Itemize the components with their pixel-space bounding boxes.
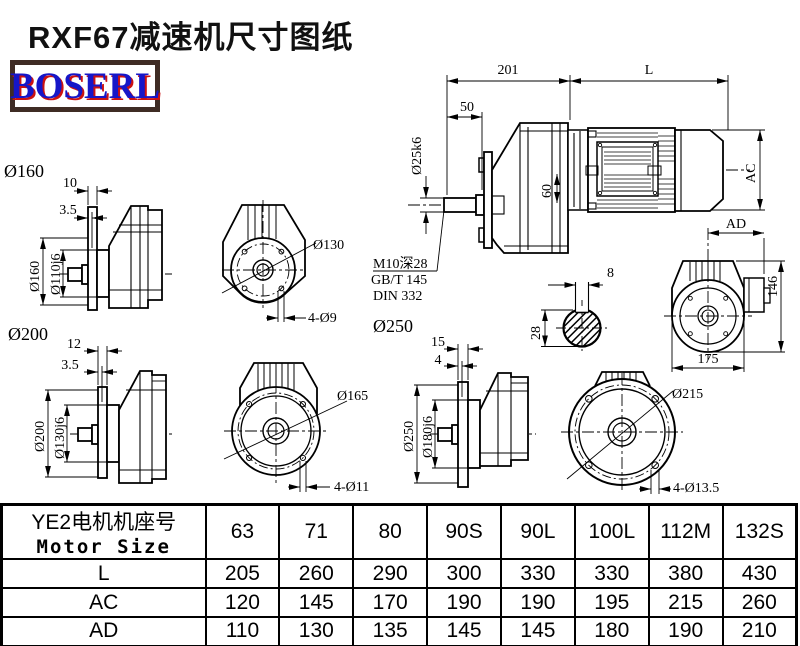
dim-146: 146 [766, 276, 781, 297]
dim-pilot-130: Ø130j6 [53, 417, 68, 459]
dim-50: 50 [460, 100, 474, 115]
AD-132S: 210 [721, 616, 798, 646]
caption-250: Ø250 [373, 316, 413, 336]
dim-pilot-180: Ø180j6 [421, 416, 436, 458]
L-100L: 330 [573, 558, 650, 589]
dimension-drawing: 201 L 50 Ø25k6 60 AC M10深28 GB/T 145 [4, 63, 785, 496]
note-gb: GB/T 145 [371, 273, 427, 288]
AD-80: 135 [352, 616, 429, 646]
AD-63: 110 [204, 616, 281, 646]
dim-bolt-circle-215: Ø215 [672, 387, 703, 402]
dim-od-250: Ø250 [402, 421, 417, 452]
table-header-cn: YE2电机机座号 [31, 511, 177, 534]
AC-100L: 195 [573, 587, 650, 618]
AD-100L: 180 [573, 616, 650, 646]
table-header-en: Motor Size [36, 536, 171, 558]
dim-12: 12 [67, 337, 81, 352]
AD-90S: 145 [426, 616, 502, 646]
L-90S: 300 [426, 558, 502, 589]
dimension-table: YE2电机机座号 Motor Size 63 71 80 90S 90L 100… [0, 503, 800, 646]
dim-holes-4x13p5: 4-Ø13.5 [673, 481, 719, 496]
size-col-63: 63 [204, 503, 281, 560]
dim-15: 15 [431, 335, 445, 350]
dim-od-160: Ø160 [28, 261, 43, 292]
AC-80: 170 [352, 587, 429, 618]
view-main-side: 201 L 50 Ø25k6 60 AC M10深28 GB/T 145 [371, 63, 765, 304]
dim-L: L [645, 63, 654, 78]
dim-3p5: 3.5 [59, 203, 77, 218]
L-112M: 380 [647, 558, 724, 589]
dim-60: 60 [540, 184, 555, 198]
dim-key-height: 28 [529, 326, 544, 340]
AC-90S: 190 [426, 587, 502, 618]
AC-132S: 260 [721, 587, 798, 618]
view-motor-front: AD 146 175 [664, 217, 785, 372]
size-col-71: 71 [278, 503, 355, 560]
L-71: 260 [278, 558, 355, 589]
size-col-100L: 100L [573, 503, 650, 560]
row-label-AD: AD [0, 616, 207, 646]
note-tap: M10深28 [373, 256, 427, 272]
view-flange200-front: Ø165 4-Ø11 [223, 362, 369, 495]
row-label-L: L [0, 558, 207, 589]
dim-175: 175 [698, 352, 719, 367]
AD-112M: 190 [647, 616, 724, 646]
dim-holes-4x11: 4-Ø11 [334, 480, 369, 495]
AD-90L: 145 [500, 616, 576, 646]
dim-bolt-circle-130: Ø130 [313, 238, 344, 253]
caption-200: Ø200 [8, 324, 48, 344]
view-flange160-front: Ø130 4-Ø9 [221, 200, 344, 326]
AC-71: 145 [278, 587, 355, 618]
dim-holes-4x9: 4-Ø9 [308, 311, 337, 326]
view-flange250-side: Ø250 15 4 Ø250 [373, 316, 536, 488]
brand-logo: BOSERL [10, 60, 160, 112]
dim-3p5b: 3.5 [61, 358, 79, 373]
dim-AC: AC [744, 164, 759, 183]
brand-logo-text: BOSERL [9, 65, 161, 107]
size-col-90L: 90L [500, 503, 576, 560]
size-col-80: 80 [352, 503, 429, 560]
dim-10: 10 [63, 176, 77, 191]
dim-bolt-circle-165: Ø165 [337, 389, 368, 404]
dim-4: 4 [435, 353, 442, 368]
L-63: 205 [204, 558, 281, 589]
L-90L: 330 [500, 558, 576, 589]
view-key-section: 8 28 [529, 266, 614, 354]
dim-od-200: Ø200 [33, 421, 48, 452]
AD-71: 130 [278, 616, 355, 646]
AC-63: 120 [204, 587, 281, 618]
dim-AD: AD [726, 217, 746, 232]
page-title: RXF67减速机尺寸图纸 [28, 20, 354, 55]
size-col-90S: 90S [426, 503, 502, 560]
dim-201: 201 [498, 63, 519, 78]
view-flange200-side: Ø200 12 3.5 Ø2 [8, 324, 174, 484]
dim-shaft-diameter: Ø25k6 [410, 137, 425, 175]
size-col-112M: 112M [647, 503, 724, 560]
view-flange250-front: Ø215 4-Ø13.5 [561, 371, 719, 496]
L-80: 290 [352, 558, 429, 589]
dim-key-width: 8 [607, 266, 614, 281]
caption-160: Ø160 [4, 161, 44, 181]
AC-90L: 190 [500, 587, 576, 618]
row-label-AC: AC [0, 587, 207, 618]
L-132S: 430 [721, 558, 798, 589]
size-col-132S: 132S [721, 503, 798, 560]
note-din: DIN 332 [373, 289, 422, 304]
AC-112M: 215 [647, 587, 724, 618]
dim-pilot-110: Ø110j6 [49, 254, 64, 295]
view-flange160-side: Ø160 10 3.5 [4, 161, 172, 311]
table-header-motor-size: YE2电机机座号 Motor Size [0, 503, 207, 560]
